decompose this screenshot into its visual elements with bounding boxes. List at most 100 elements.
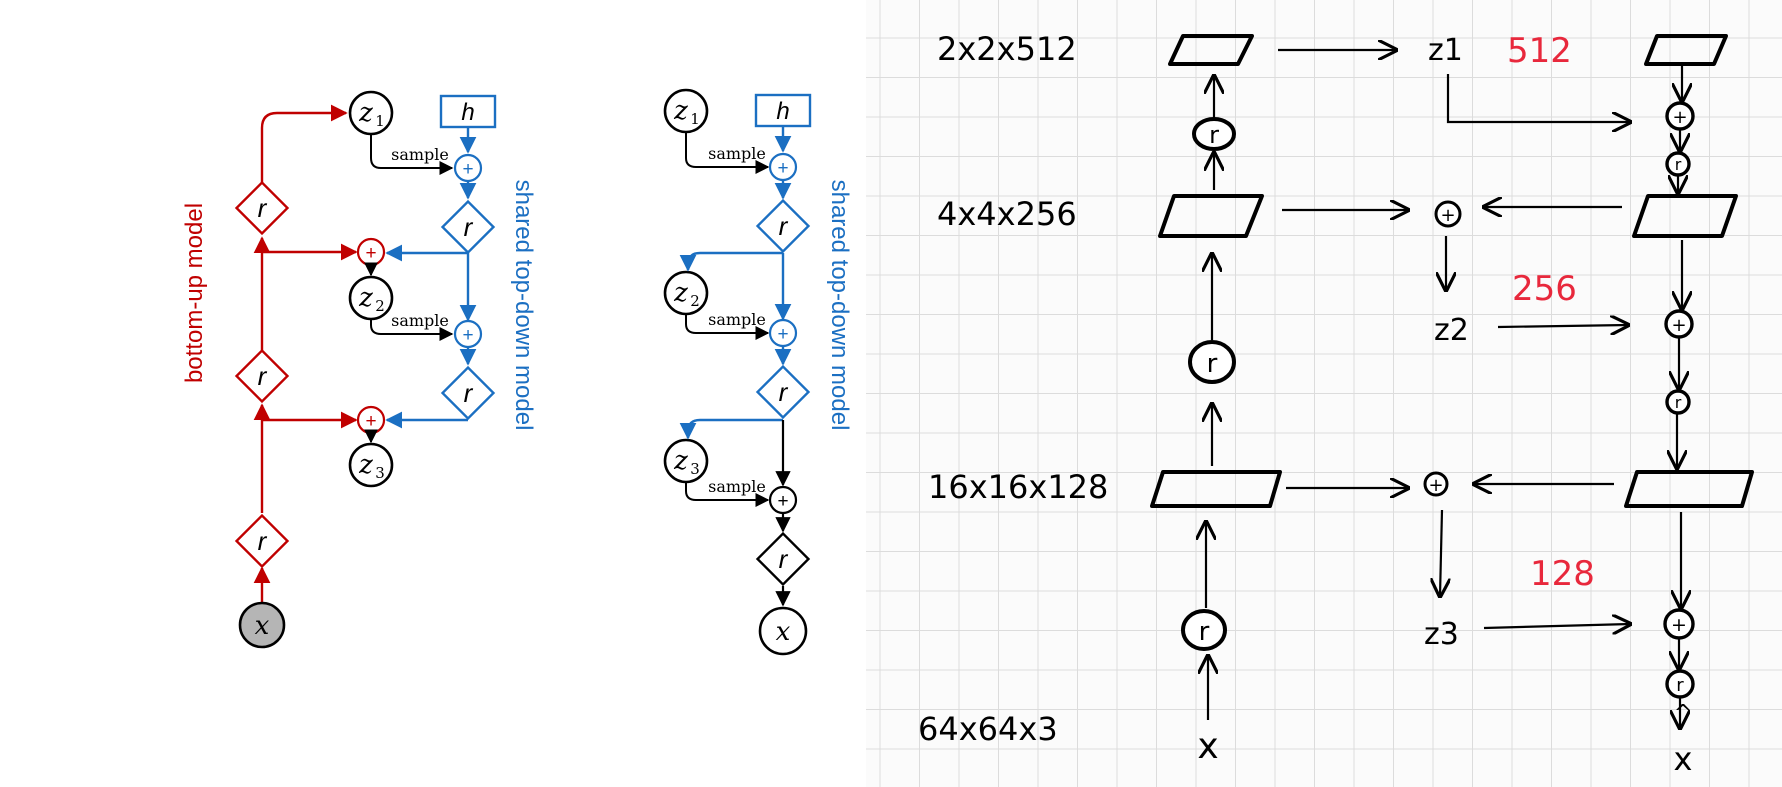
bottom-up-r-2: r [234,348,290,404]
svg-text:h: h [461,99,474,126]
svg-text:+: + [1440,205,1455,226]
svg-text:+: + [1428,475,1443,496]
sketch-grid [866,0,1782,787]
top-down-plus-1: + [453,153,483,183]
svg-text:+: + [365,411,376,432]
svg-text:z: z [358,450,373,480]
top-down-r-2: r [755,364,811,420]
top-down-plus-3: + [768,485,798,515]
top-down-path [385,127,477,429]
sketch-input-x: x [1197,726,1218,767]
svg-text:r: r [464,212,474,242]
sample-label: sample [391,145,449,164]
svg-text:x: x [776,617,791,647]
dim-label: 4x4x256 [937,195,1077,233]
top-down-r-1: r [755,198,811,254]
top-down-plus-2: + [768,318,798,348]
top-down-model-label: shared top-down model [826,180,853,431]
bottom-up-plus-1: + [356,237,386,267]
svg-text:r: r [1209,121,1219,149]
encoder-block-2 [1158,194,1264,238]
sample-arrows [685,132,770,507]
latent-label: z1 [1428,33,1463,68]
svg-text:z: z [673,446,688,476]
bottom-up-plus-2: + [356,405,386,435]
latent-label: z2 [1434,313,1469,348]
svg-text:r: r [779,211,789,241]
top-down-plus-1: + [768,152,798,182]
skip-arrows [1278,50,1630,628]
svg-text:+: + [777,158,788,179]
svg-text:1: 1 [690,110,700,128]
dim-label: 2x2x512 [937,30,1077,68]
z2-node: z 2 [348,275,394,321]
svg-text:3: 3 [375,464,385,482]
svg-text:r: r [1675,155,1682,174]
sample-label: sample [708,477,766,496]
encoder-block-3 [1150,470,1282,508]
top-down-path [679,127,792,440]
svg-text:+: + [777,491,788,512]
top-down-plus-2: + [453,319,483,349]
sketch-output-x: x [1674,740,1693,778]
svg-text:z: z [358,98,373,128]
svg-text:+: + [1672,107,1687,128]
svg-text:+: + [365,243,376,264]
svg-text:z: z [358,283,373,313]
svg-text:h: h [776,98,789,125]
sample-label: sample [708,144,766,163]
merge-plus-nodes: + + [1423,200,1462,497]
encoder-arrows [1206,76,1214,720]
r-label: r [258,193,268,223]
svg-text:r: r [1676,675,1684,696]
output-hat: ^ [1674,701,1692,726]
svg-text:1: 1 [375,112,385,130]
sketch-panel: 2x2x512 4x4x256 16x16x128 64x64x3 r r r [866,0,1782,787]
svg-text:+: + [462,159,473,180]
svg-text:r: r [1199,617,1210,647]
dim-label: 64x64x3 [918,710,1058,748]
svg-text:r: r [779,544,789,574]
h-box: h [439,94,497,129]
decoder-block-2 [1632,194,1738,238]
r-label: r [258,526,268,556]
middle-diagram: z 1 z 2 z 3 sample sample sample [663,88,853,656]
sample-label: sample [708,310,766,329]
svg-text:+: + [1671,614,1687,636]
svg-text:+: + [777,324,788,345]
svg-text:2: 2 [690,292,700,310]
z1-node: z 1 [348,90,394,136]
decoder-nodes: + r + r + r [1663,101,1695,699]
top-down-r-2: r [440,365,496,421]
decoder-block-3 [1624,470,1754,508]
r-label: r [258,361,268,391]
svg-text:+: + [462,325,473,346]
svg-text:r: r [1207,349,1218,379]
svg-text:3: 3 [690,460,700,478]
z1-node: z 1 [663,88,709,134]
input-x-node: x [238,601,286,649]
latent-label: z3 [1424,617,1459,652]
svg-text:z: z [673,278,688,308]
svg-text:r: r [1675,393,1682,412]
svg-text:2: 2 [375,297,385,315]
bottom-up-r-1: r [234,180,290,236]
svg-text:r: r [464,378,474,408]
encoder-r-nodes: r r r [1181,117,1236,651]
sample-arrows [370,134,454,341]
channel-annotation: 512 [1507,31,1572,71]
left-diagram: r r r x z 1 z 2 z 3 [181,90,537,649]
z3-node: z 3 [348,442,394,488]
h-box: h [754,93,812,128]
svg-text:r: r [779,377,789,407]
bottom-up-r-3: r [234,513,290,569]
bottom-up-model-label: bottom-up model [181,203,208,383]
decoder-block-1 [1644,34,1728,66]
top-down-model-label: shared top-down model [510,180,537,431]
channel-annotation: 128 [1530,554,1595,594]
svg-text:x: x [255,611,270,641]
encoder-block-1 [1168,34,1254,66]
svg-text:+: + [1671,315,1686,336]
decoder-arrows [1677,66,1682,728]
top-down-r-1: r [440,199,496,255]
